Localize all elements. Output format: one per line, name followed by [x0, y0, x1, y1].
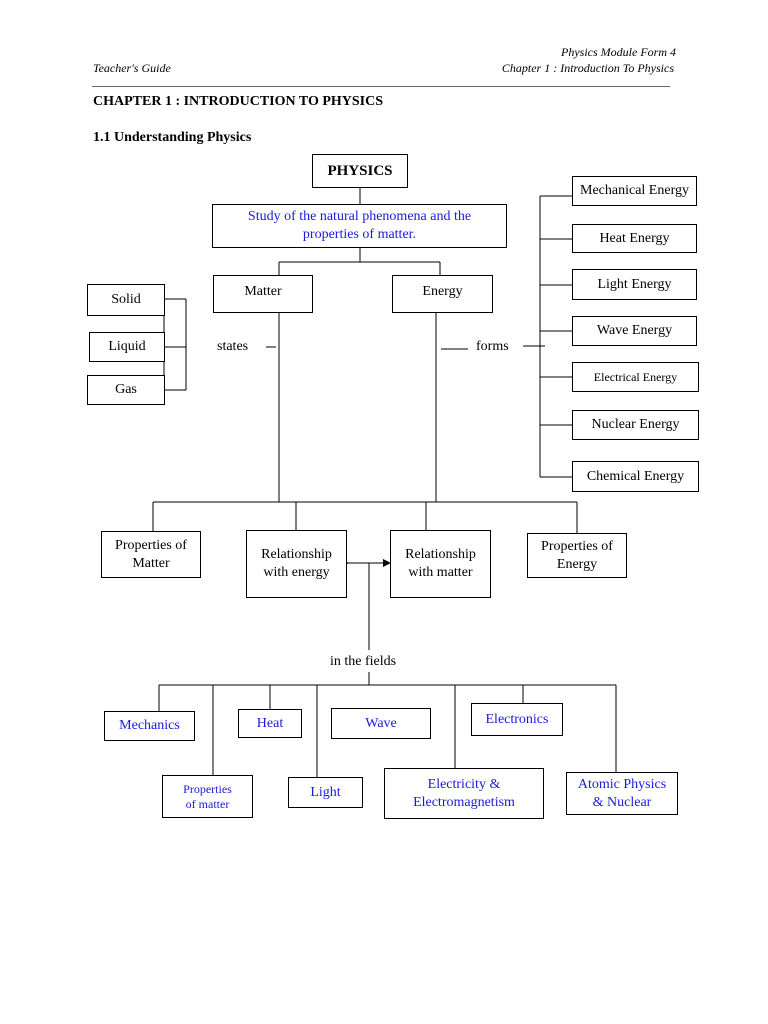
- properties-of-energy-label: Properties of Energy: [541, 538, 613, 572]
- field-wave: Wave: [331, 708, 431, 739]
- chapter-title: CHAPTER 1 : INTRODUCTION TO PHYSICS: [93, 94, 384, 109]
- field-atomic-physics-nuclear-label: Atomic Physics & Nuclear: [577, 776, 667, 810]
- solid-label: Solid: [111, 292, 141, 307]
- energy-label: Energy: [422, 284, 463, 299]
- nuclear-energy-node: Nuclear Energy: [572, 410, 699, 440]
- heat-energy-label: Heat Energy: [599, 230, 670, 246]
- field-atomic-physics-nuclear: Atomic Physics & Nuclear: [566, 772, 678, 815]
- field-heat-label: Heat: [256, 715, 284, 731]
- header-divider: [92, 86, 670, 87]
- section-title: 1.1 Understanding Physics: [93, 130, 252, 145]
- light-energy-label: Light Energy: [597, 276, 672, 292]
- definition-node: Study of the natural phenomena and the p…: [212, 204, 507, 248]
- matter-label: Matter: [244, 284, 282, 299]
- field-electricity-electromagnetism-label: Electricity & Electromagnetism: [413, 776, 515, 810]
- properties-of-matter-node: Properties of Matter: [101, 531, 201, 578]
- states-label: states: [217, 339, 249, 354]
- relationship-with-energy-node: Relationship with energy: [246, 530, 347, 598]
- electrical-energy-node: Electrical Energy: [572, 362, 699, 392]
- field-properties-of-matter-label: Properties of matter: [183, 781, 232, 811]
- field-heat: Heat: [238, 709, 302, 738]
- field-electronics: Electronics: [471, 703, 563, 736]
- field-light-label: Light: [310, 784, 341, 800]
- solid-node: Solid: [87, 284, 165, 316]
- gas-label: Gas: [115, 382, 137, 397]
- energy-node: Energy: [392, 275, 493, 313]
- chemical-energy-label: Chemical Energy: [586, 468, 685, 484]
- fields-label: in the fields: [330, 654, 397, 669]
- field-wave-label: Wave: [365, 715, 397, 731]
- heat-energy-node: Heat Energy: [572, 224, 697, 253]
- light-energy-node: Light Energy: [572, 269, 697, 300]
- field-mechanics: Mechanics: [104, 711, 195, 741]
- field-electronics-label: Electronics: [485, 711, 549, 727]
- electrical-energy-label: Electrical Energy: [593, 370, 678, 384]
- matter-node: Matter: [213, 275, 313, 313]
- field-mechanics-label: Mechanics: [119, 718, 180, 733]
- physics-label: PHYSICS: [327, 163, 393, 179]
- wave-energy-node: Wave Energy: [572, 316, 697, 346]
- properties-of-matter-label: Properties of Matter: [115, 537, 187, 571]
- properties-of-energy-node: Properties of Energy: [527, 533, 627, 578]
- liquid-label: Liquid: [108, 339, 146, 354]
- header-right-line2: Chapter 1 : Introduction To Physics: [501, 61, 674, 75]
- wave-energy-label: Wave Energy: [596, 323, 673, 338]
- liquid-node: Liquid: [89, 332, 165, 362]
- relationship-with-matter-label: Relationship with matter: [405, 547, 476, 580]
- definition-label: Study of the natural phenomena and the p…: [247, 209, 472, 242]
- forms-label: forms: [476, 339, 509, 354]
- header-right-line1: Physics Module Form 4: [561, 45, 676, 59]
- nuclear-energy-label: Nuclear Energy: [591, 417, 680, 432]
- mechanical-energy-node: Mechanical Energy: [572, 176, 697, 206]
- gas-node: Gas: [87, 375, 165, 405]
- header-left: Teacher's Guide: [93, 61, 171, 75]
- relationship-with-energy-label: Relationship with energy: [261, 547, 332, 580]
- relationship-with-matter-node: Relationship with matter: [390, 530, 491, 598]
- mechanical-energy-label: Mechanical Energy: [580, 183, 689, 198]
- field-electricity-electromagnetism: Electricity & Electromagnetism: [384, 768, 544, 819]
- field-properties-of-matter: Properties of matter: [162, 775, 253, 818]
- physics-node: PHYSICS: [312, 154, 408, 188]
- field-light: Light: [288, 777, 363, 808]
- chemical-energy-node: Chemical Energy: [572, 461, 699, 492]
